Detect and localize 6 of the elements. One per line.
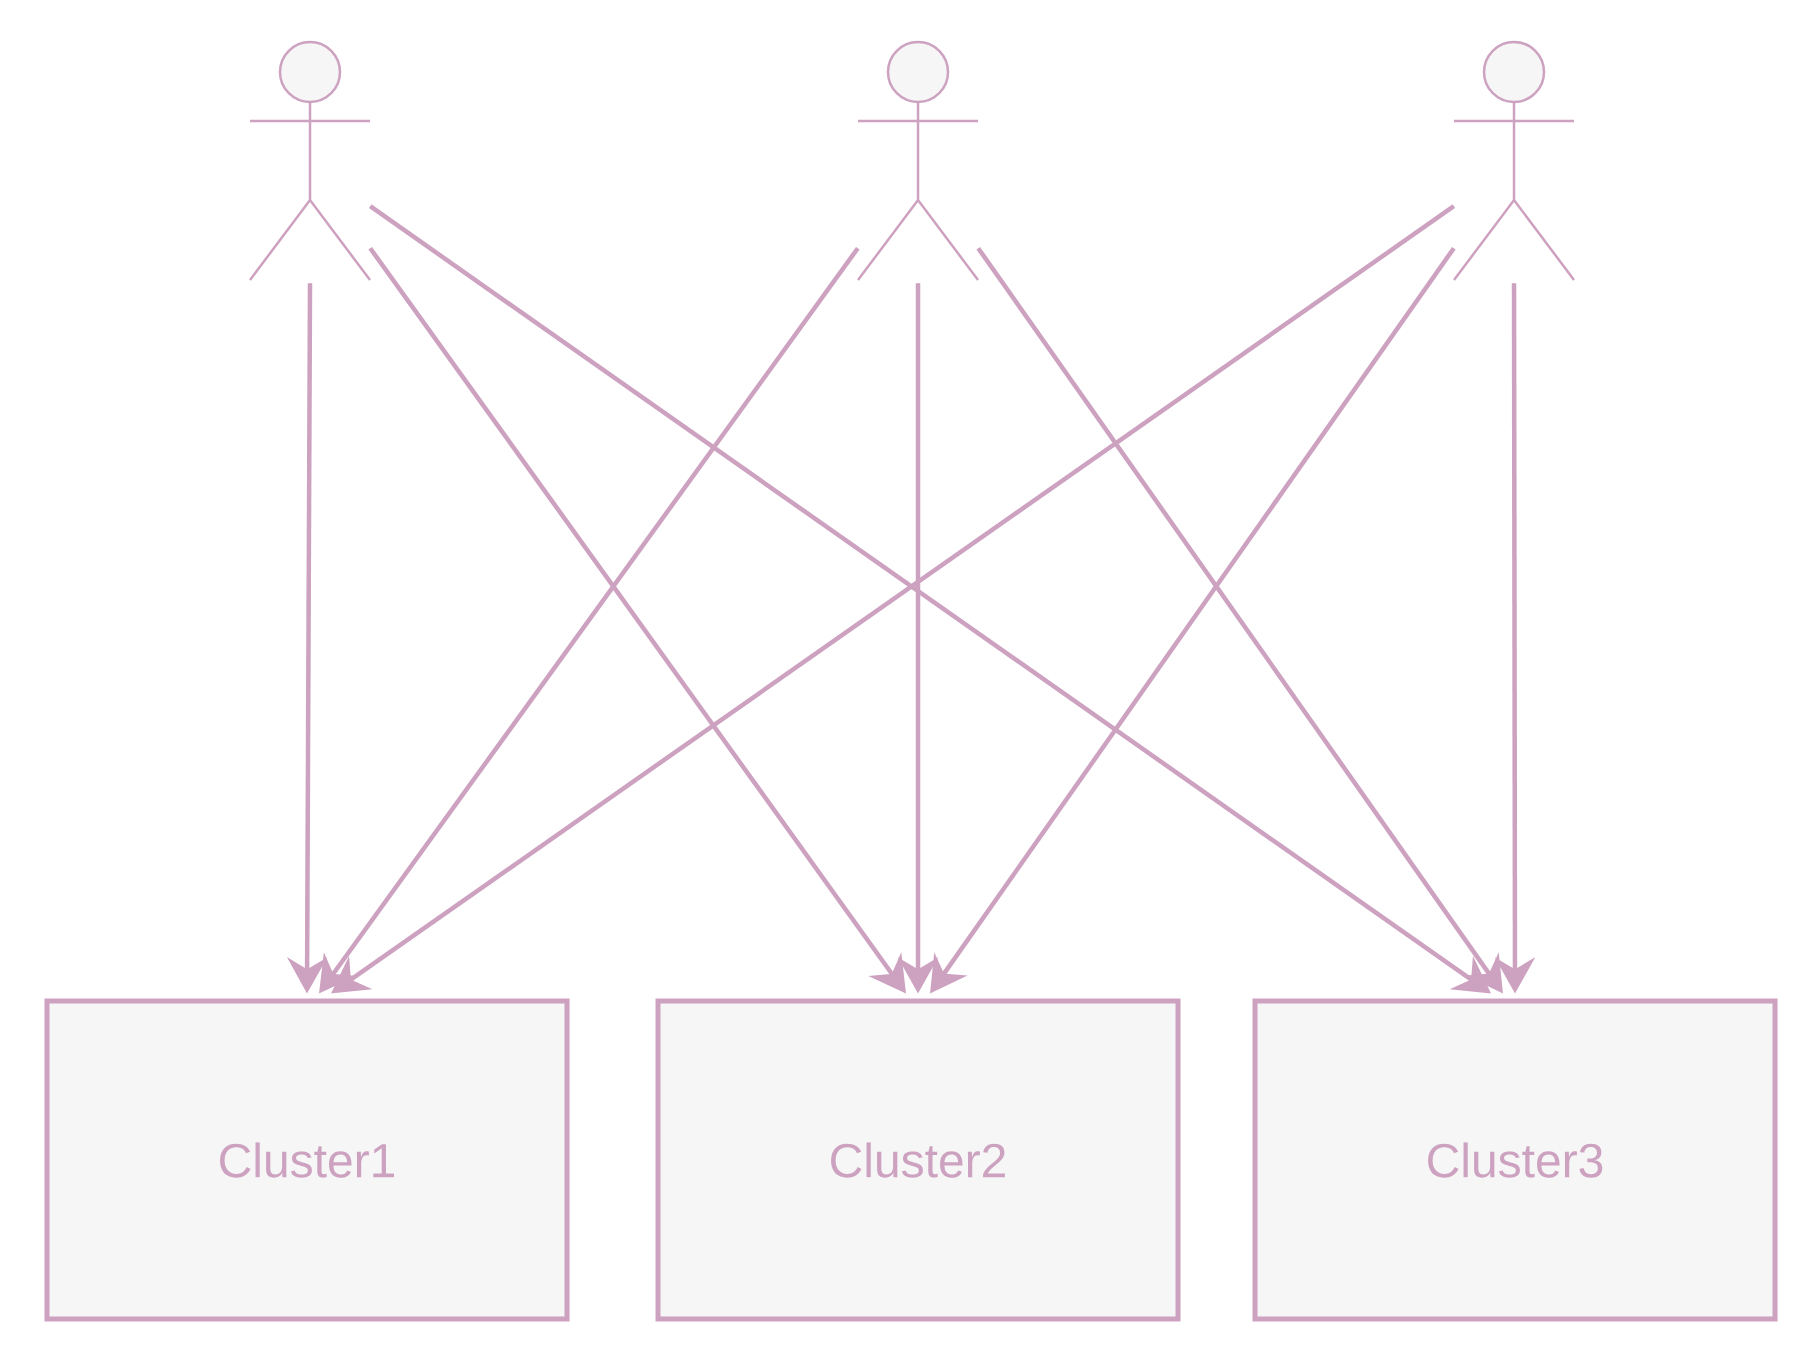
cluster-box: Cluster3: [1252, 998, 1778, 1322]
cluster-box: Cluster1: [44, 998, 570, 1322]
person-icon: [856, 40, 980, 282]
person-icon: [248, 40, 372, 282]
cluster-box: Cluster2: [655, 998, 1181, 1322]
person-icon: [1452, 40, 1576, 282]
